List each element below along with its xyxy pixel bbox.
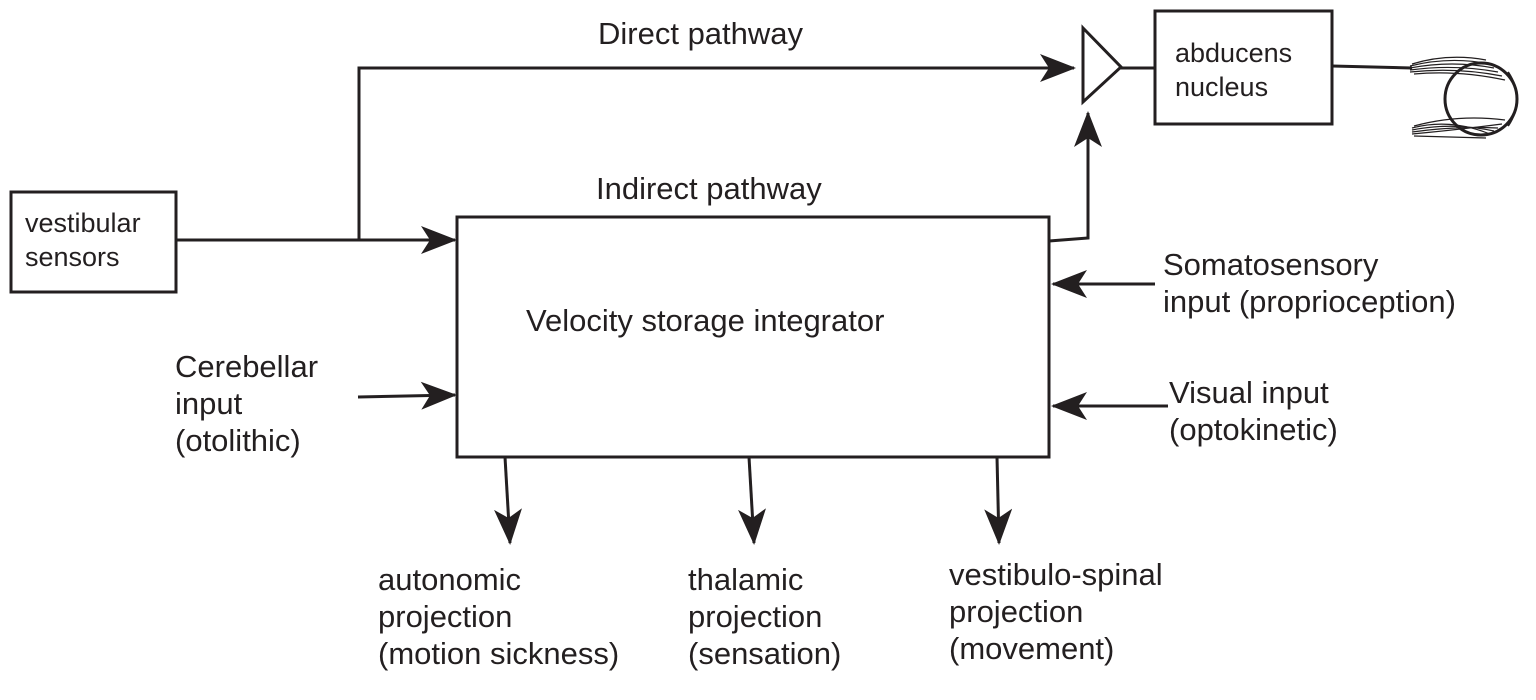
autonomic-projection-arrow bbox=[494, 456, 523, 545]
vestibular-sensors-box bbox=[9, 190, 178, 294]
direct-pathway-label: Direct pathway bbox=[598, 16, 804, 51]
velocity-storage-integrator-box bbox=[455, 215, 1051, 459]
amplifier-triangle-icon bbox=[1081, 24, 1124, 106]
cerebellar-input-label: Cerebellar input (otolithic) bbox=[175, 349, 319, 458]
autonomic-projection-label: autonomic projection (motion sickness) bbox=[378, 562, 620, 671]
abducens-to-eye-line bbox=[1331, 64, 1413, 70]
eye-icon bbox=[1409, 56, 1519, 139]
vestibulospinal-projection-arrow bbox=[984, 456, 1013, 545]
indirect-pathway-label: Indirect pathway bbox=[596, 171, 822, 206]
visual-input-label: Visual input (optokinetic) bbox=[1169, 375, 1338, 447]
somatosensory-input-label: Somatosensory input (proprioception) bbox=[1163, 247, 1456, 319]
thalamic-projection-label: thalamic projection (sensation) bbox=[688, 562, 842, 671]
integrator-label: Velocity storage integrator bbox=[526, 303, 885, 338]
cerebellar-input-arrow bbox=[357, 381, 457, 410]
vestibulospinal-projection-label: vestibulo-spinal projection (movement) bbox=[949, 557, 1163, 666]
vestibular-sensors-label: vestibular sensors bbox=[25, 208, 141, 272]
integrator-to-amplifier-arrow bbox=[1048, 111, 1102, 243]
thalamic-projection-arrow bbox=[738, 456, 767, 545]
abducens-nucleus-label: abducens nucleus bbox=[1175, 38, 1293, 102]
direct-pathway-line bbox=[357, 54, 1076, 240]
